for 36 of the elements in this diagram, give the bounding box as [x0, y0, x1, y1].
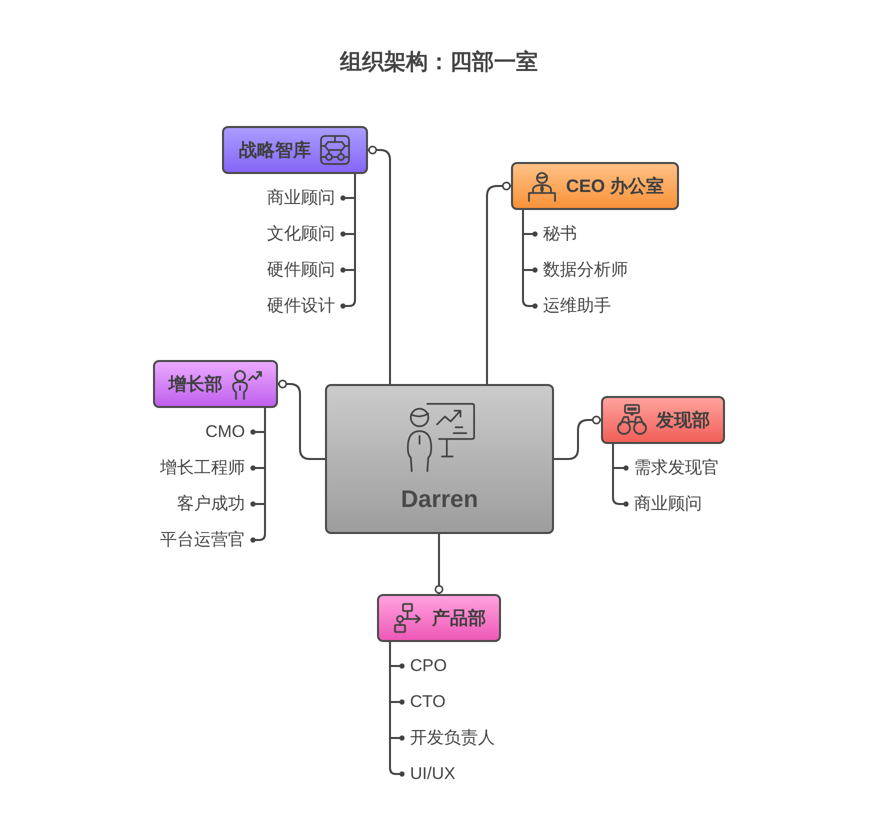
person-name: Darren	[400, 486, 478, 514]
department-box	[511, 162, 679, 210]
department-title: 产品部	[432, 607, 486, 629]
department-title: 发现部	[656, 409, 710, 431]
role-label: 秘书	[535, 224, 577, 244]
department-box	[377, 594, 501, 642]
connector-line	[434, 534, 444, 594]
role-label: 硬件顾问	[267, 260, 343, 280]
role-label: 文化顾问	[267, 224, 343, 244]
person-box	[325, 384, 554, 534]
role-label: 平台运营官	[160, 530, 253, 550]
role-label: 数据分析师	[535, 260, 628, 280]
department-title: 战略智库	[239, 139, 311, 161]
diagram-title: 组织架构：四部一室	[340, 49, 538, 74]
connector-line	[554, 416, 601, 460]
connector-line	[368, 146, 391, 384]
department-box	[222, 126, 368, 174]
role-label: UI/UX	[402, 764, 456, 784]
role-label: CPO	[402, 656, 447, 676]
connector-line	[486, 182, 511, 384]
role-label: CTO	[402, 692, 446, 712]
department-box	[153, 360, 278, 408]
department-title: CEO 办公室	[566, 175, 664, 197]
role-label: 开发负责人	[402, 728, 495, 748]
department-title: 增长部	[168, 373, 222, 395]
connector-line	[278, 380, 325, 460]
role-label: 需求发现官	[626, 458, 719, 478]
role-label: 客户成功	[177, 494, 253, 514]
role-label: 运维助手	[535, 296, 611, 316]
branch-line	[522, 210, 538, 309]
role-label: CMO	[205, 422, 253, 442]
role-label: 商业顾问	[267, 188, 343, 208]
role-label: 硬件设计	[267, 296, 343, 316]
department-box	[601, 396, 725, 444]
role-label: 商业顾问	[626, 494, 702, 514]
role-label: 增长工程师	[160, 458, 253, 478]
